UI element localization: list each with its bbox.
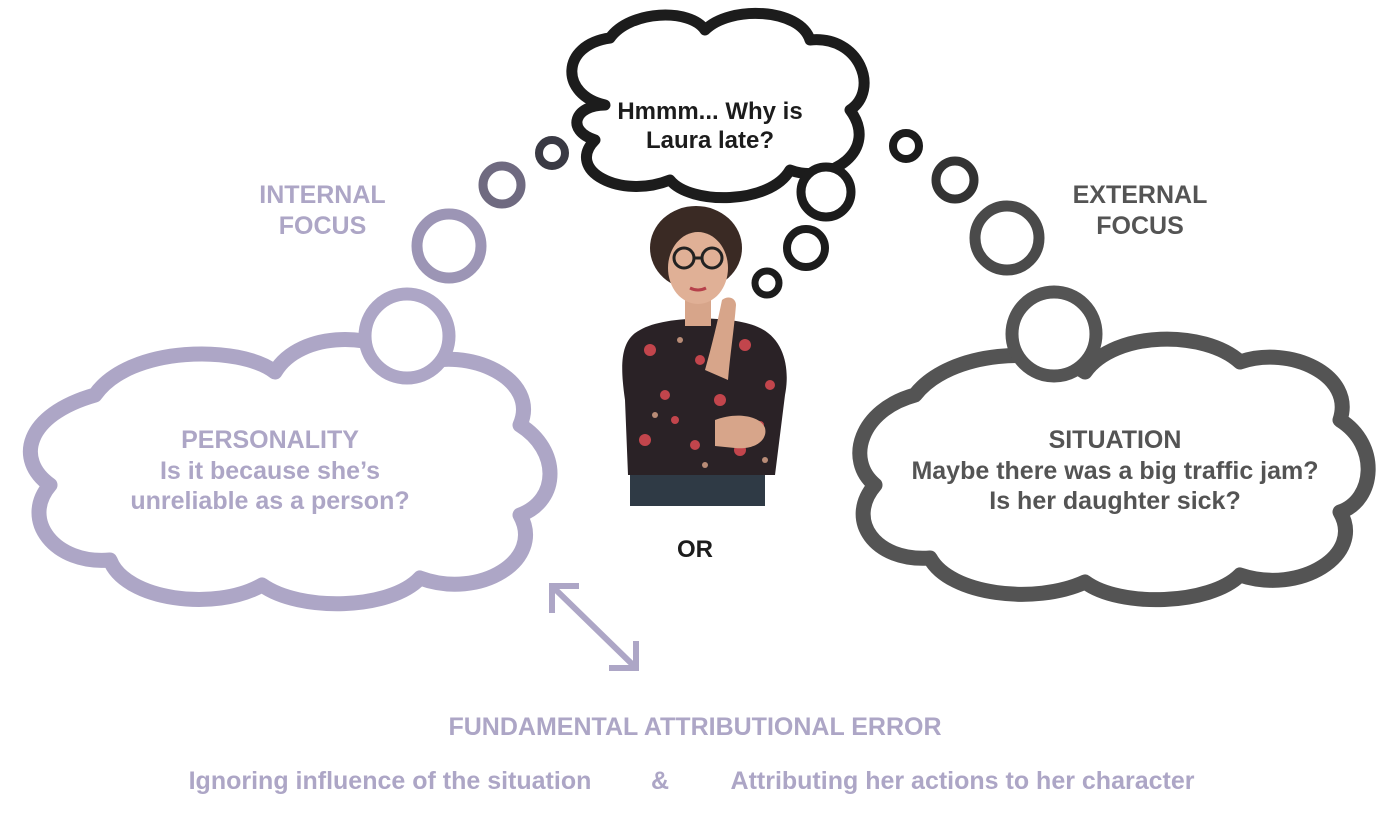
double-arrow-icon [549, 583, 639, 671]
personality-cloud-bubble [358, 287, 456, 385]
situation-cloud [852, 331, 1376, 608]
center-thought-line-2: Laura late? [645, 127, 775, 155]
center-bubble-2 [783, 225, 829, 271]
left-bubble-small [535, 136, 569, 170]
right-bubble-medium [931, 156, 979, 204]
internal-focus-label: INTERNAL FOCUS [240, 180, 405, 241]
external-focus-line-1: EXTERNAL [1072, 181, 1208, 209]
error-ampersand: & [650, 767, 670, 795]
left-bubble-medium [478, 161, 526, 209]
error-right-text: Attributing her actions to her character [730, 767, 1195, 795]
situation-line-2: Is her daughter sick? [989, 487, 1241, 515]
right-bubble-large [969, 200, 1045, 276]
center-bubble-3 [751, 267, 783, 299]
center-thought-text: Hmmm... Why is Laura late? [590, 97, 830, 156]
internal-focus-line-2: FOCUS [278, 211, 367, 240]
personality-line-2: unreliable as a person? [130, 487, 410, 515]
error-title: FUNDAMENTAL ATTRIBUTIONAL ERROR [448, 713, 942, 741]
right-bubble-small [889, 129, 923, 163]
personality-line-1: Is it because she’s [159, 456, 381, 485]
external-focus-label: EXTERNAL FOCUS [1055, 180, 1225, 241]
situation-text: SITUATION Maybe there was a big traffic … [880, 425, 1350, 517]
center-thought-line-1: Hmmm... Why is [617, 98, 803, 125]
personality-text: PERSONALITY Is it because she’s unreliab… [80, 425, 460, 517]
personality-title: PERSONALITY [181, 426, 359, 454]
situation-cloud-bubble [1005, 285, 1103, 383]
error-left-text: Ignoring influence of the situation [188, 767, 592, 795]
personality-cloud [22, 332, 558, 612]
center-thought-cloud [566, 7, 870, 204]
or-label: OR [677, 536, 713, 563]
left-bubble-large [411, 208, 487, 284]
situation-line-1: Maybe there was a big traffic jam? [911, 456, 1319, 485]
external-focus-line-2: FOCUS [1096, 211, 1184, 240]
thinking-woman-image [622, 206, 787, 506]
situation-title: SITUATION [1048, 426, 1182, 454]
internal-focus-line-1: INTERNAL [259, 181, 386, 209]
center-bubble-1 [796, 162, 856, 222]
